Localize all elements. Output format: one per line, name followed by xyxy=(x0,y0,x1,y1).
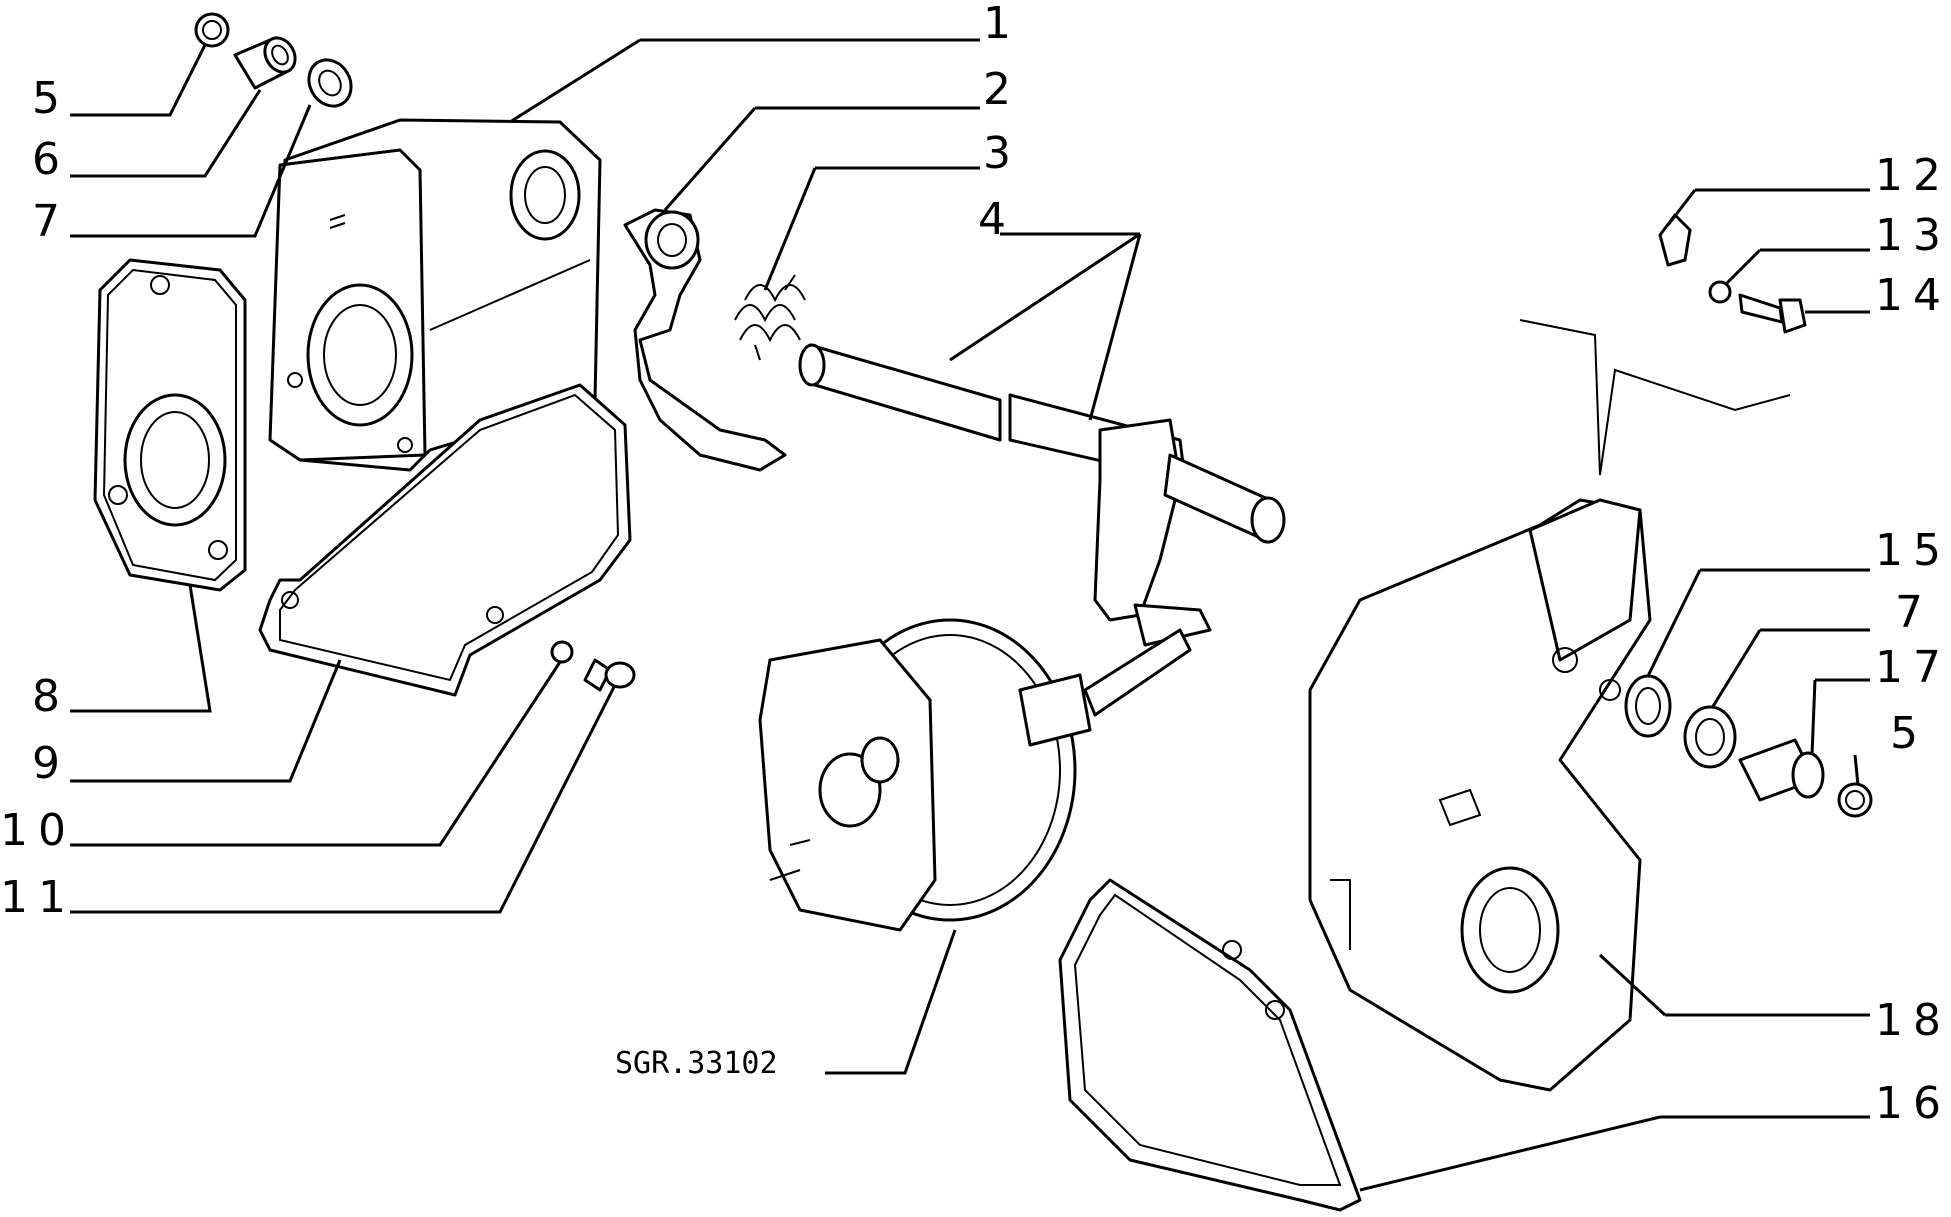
callout-3: 3 xyxy=(983,128,1021,179)
part-12-clip xyxy=(1658,213,1692,267)
detail-bracket xyxy=(1519,319,1791,476)
part-2-pedal xyxy=(623,208,787,472)
part-8-cover-plate xyxy=(93,258,247,592)
part-10-washer xyxy=(550,640,574,664)
part-15-washer xyxy=(1624,674,1672,738)
callout-2: 2 xyxy=(983,64,1021,115)
callout-7-left: 7 xyxy=(32,196,70,247)
callout-17: 17 xyxy=(1875,642,1951,693)
part-11-bolt xyxy=(583,658,636,692)
brake-booster xyxy=(758,618,1192,932)
part-16-gasket xyxy=(1058,878,1362,1212)
callout-6: 6 xyxy=(32,134,70,185)
part-4-shaft xyxy=(798,343,1286,647)
callout-1: 1 xyxy=(983,0,1021,49)
callout-12: 12 xyxy=(1875,150,1951,201)
part-13-washer xyxy=(1708,280,1732,304)
part-7-seal-right xyxy=(1683,705,1737,769)
callouts: 1 2 3 4 5 6 7 8 9 10 11 12 13 14 15 7 17… xyxy=(0,0,1951,1129)
part-7-seal-top xyxy=(307,58,353,108)
part-5-clip-right xyxy=(1837,782,1873,818)
callout-5-right: 5 xyxy=(1890,708,1928,759)
callout-13: 13 xyxy=(1875,210,1951,261)
part-6-bushing xyxy=(233,36,297,90)
callout-5-left: 5 xyxy=(32,73,70,124)
callout-10: 10 xyxy=(0,805,76,856)
part-17-bushing xyxy=(1738,738,1825,802)
part-9-gasket xyxy=(258,383,632,697)
callout-14: 14 xyxy=(1875,270,1951,321)
callout-16: 16 xyxy=(1875,1078,1951,1129)
part-5-clip-top xyxy=(194,12,230,48)
part-1-pedal-housing xyxy=(268,118,602,472)
callout-7-right: 7 xyxy=(1895,587,1933,638)
callout-11: 11 xyxy=(0,872,76,923)
leader-lines xyxy=(70,38,1870,1192)
drawing-reference: SGR.33102 xyxy=(615,1046,778,1081)
callout-8: 8 xyxy=(32,671,70,722)
part-3-spring xyxy=(734,274,806,361)
callout-15: 15 xyxy=(1875,525,1951,576)
part-18-pedal-bracket xyxy=(1308,498,1652,1092)
callout-4: 4 xyxy=(978,194,1016,245)
callout-18: 18 xyxy=(1875,995,1951,1046)
callout-9: 9 xyxy=(32,738,70,789)
part-14-bolt xyxy=(1738,293,1807,334)
